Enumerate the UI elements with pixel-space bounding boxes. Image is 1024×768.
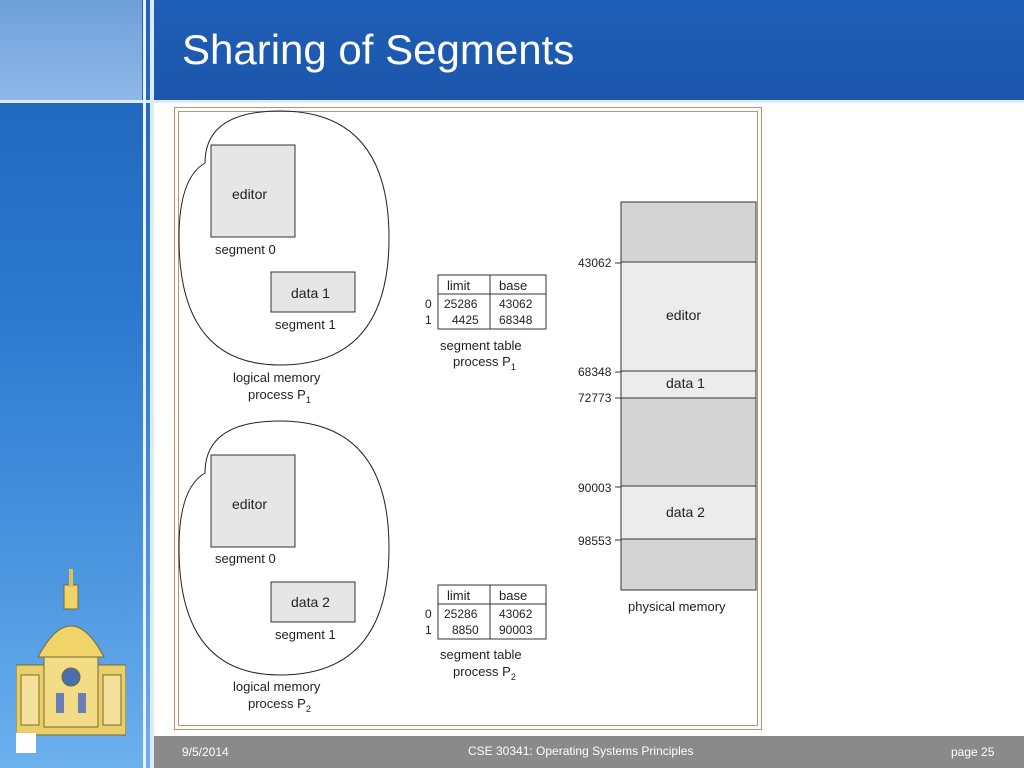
p2-table-row1-index: 1: [425, 623, 432, 637]
p1-data-box: [270, 271, 356, 313]
phys-block-bottom: [620, 538, 757, 591]
p2-table-row1-limit: 8850: [452, 623, 479, 637]
p2-table-row0-index: 0: [425, 607, 432, 621]
p2-table-row1-base: 90003: [499, 623, 533, 637]
footer-course: CSE 30341: Operating Systems Principles: [468, 744, 694, 758]
phys-data1-label: data 1: [666, 375, 705, 391]
footer-date: 9/5/2014: [182, 745, 229, 759]
footer-page-number: page 25: [951, 745, 995, 759]
phys-addr-98553: 98553: [578, 534, 612, 548]
p1-table-row1-limit: 4425: [452, 313, 479, 327]
phys-block-data1: [620, 370, 757, 399]
p2-table-caption-line2: process P2: [453, 664, 516, 682]
p2-data-label: data 2: [291, 594, 330, 610]
p1-editor-box: [210, 144, 296, 238]
phys-addr-72773: 72773: [578, 391, 612, 405]
p1-caption-line2: process P1: [248, 387, 311, 405]
p2-table-caption-line1: segment table: [440, 647, 522, 662]
p2-segment0-label: segment 0: [215, 551, 276, 566]
p1-data-label: data 1: [291, 285, 330, 301]
p1-caption-line1: logical memory: [233, 370, 321, 385]
p1-editor-label: editor: [232, 186, 267, 202]
phys-block-top: [620, 201, 757, 263]
process1-logical-memory: editor segment 0 data 1 segment 1 logica…: [178, 110, 390, 405]
process2-logical-memory: editor segment 0 data 2 segment 1 logica…: [178, 420, 390, 714]
phys-block-data2: [620, 485, 757, 540]
process1-segment-table: limit base 0 25286 43062 1 4425 68348 se…: [425, 274, 547, 372]
p2-table-header-base: base: [499, 588, 527, 603]
p1-segment1-label: segment 1: [275, 317, 336, 332]
p2-caption-line1: logical memory: [233, 679, 321, 694]
vertical-divider-2: [150, 0, 154, 768]
phys-caption: physical memory: [628, 599, 726, 614]
p1-table-row1-base: 68348: [499, 313, 533, 327]
p1-segment0-label: segment 0: [215, 242, 276, 257]
phys-addr-68348: 68348: [578, 365, 612, 379]
segment-sharing-diagram: editor segment 0 data 1 segment 1 logica…: [178, 110, 757, 714]
p2-editor-box: [210, 454, 296, 548]
p2-table-row0-limit: 25286: [444, 607, 478, 621]
p1-table-caption-line1: segment table: [440, 338, 522, 353]
p2-table-header-limit: limit: [447, 588, 470, 603]
p2-segment1-label: segment 1: [275, 627, 336, 642]
title-bar: [154, 0, 1024, 100]
left-decor-top: [0, 0, 142, 100]
p1-table-row0-limit: 25286: [444, 297, 478, 311]
phys-block-free1: [620, 397, 757, 487]
p2-table-row0-base: 43062: [499, 607, 533, 621]
p2-editor-label: editor: [232, 496, 267, 512]
phys-addr-90003: 90003: [578, 481, 612, 495]
p1-table-caption-line2: process P1: [453, 354, 516, 372]
figure-frame: [174, 107, 762, 730]
p1-table-row1-index: 1: [425, 313, 432, 327]
p1-table-header-limit: limit: [447, 278, 470, 293]
phys-addr-43062: 43062: [578, 256, 612, 270]
slide-title: Sharing of Segments: [182, 26, 575, 73]
phys-block-editor: [620, 261, 757, 372]
phys-editor-label: editor: [666, 307, 701, 323]
footer-bar: [154, 736, 1024, 768]
p1-table-header-base: base: [499, 278, 527, 293]
p2-caption-line2: process P2: [248, 696, 311, 714]
p2-data-box: [270, 581, 356, 623]
left-decor-separator: [0, 100, 150, 103]
vertical-divider: [143, 0, 146, 768]
title-underline: [154, 100, 1024, 103]
phys-data2-label: data 2: [666, 504, 705, 520]
process2-segment-table: limit base 0 25286 43062 1 8850 90003 se…: [425, 584, 547, 682]
p1-table-row0-base: 43062: [499, 297, 533, 311]
physical-memory: editor data 1 data 2 43062 68348 72773 9…: [578, 201, 757, 614]
p1-table-row0-index: 0: [425, 297, 432, 311]
golden-dome-logo: [16, 569, 126, 753]
